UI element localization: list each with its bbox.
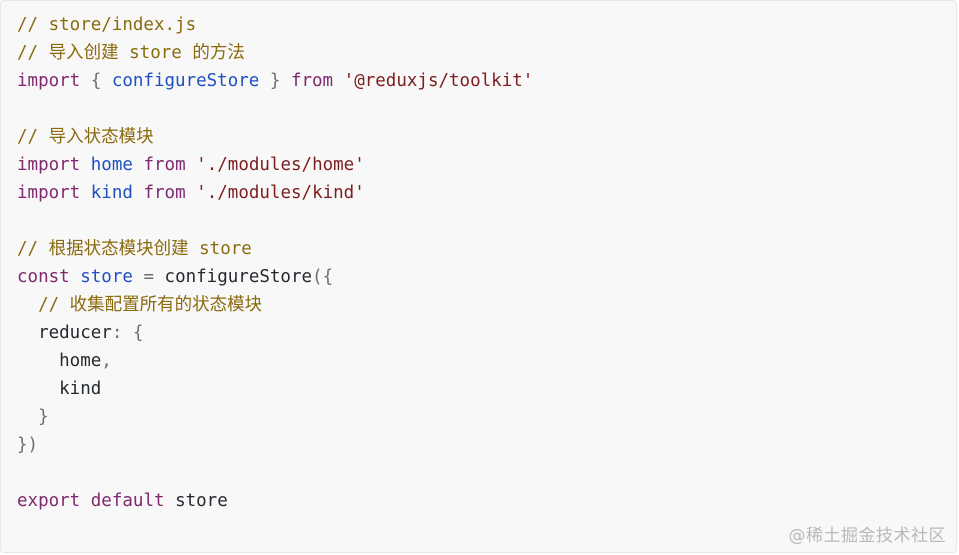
code-token-plain xyxy=(80,183,91,203)
code-token-keyword: import xyxy=(17,71,81,91)
code-token-punct: { xyxy=(80,71,112,91)
code-token-plain: kind xyxy=(17,379,102,399)
code-token-keyword: default xyxy=(90,491,165,511)
code-line: reducer: { xyxy=(17,319,533,347)
code-line xyxy=(17,207,533,235)
code-token-keyword: const xyxy=(17,267,70,287)
code-token-keyword: from xyxy=(290,71,334,91)
code-line xyxy=(17,95,533,123)
code-token-comment: // 导入创建 store 的方法 xyxy=(17,43,245,63)
code-token-plain xyxy=(133,155,144,175)
code-token-keyword: import xyxy=(17,183,81,203)
code-token-punct: , xyxy=(101,351,112,371)
code-content: // store/index.js // 导入创建 store 的方法 import… xyxy=(17,11,533,515)
code-token-def: home xyxy=(90,155,133,175)
code-token-keyword: from xyxy=(143,155,186,175)
code-line: const store = configureStore({ xyxy=(17,263,533,291)
code-line: kind xyxy=(17,375,533,403)
code-token-punct: } xyxy=(17,407,49,427)
code-token-punct: } xyxy=(259,71,291,91)
code-token-def: kind xyxy=(90,183,133,203)
code-line: // store/index.js xyxy=(17,11,533,39)
code-token-punct: }) xyxy=(17,435,39,455)
code-line: // 收集配置所有的状态模块 xyxy=(17,291,533,319)
code-token-plain xyxy=(80,155,91,175)
code-token-comment: // 导入状态模块 xyxy=(17,127,154,147)
code-token-string: './modules/home' xyxy=(196,155,365,175)
code-token-plain: configureStore xyxy=(164,267,313,287)
code-line: // 导入状态模块 xyxy=(17,123,533,151)
code-token-keyword: import xyxy=(17,155,81,175)
code-token-plain xyxy=(70,267,81,287)
code-token-plain xyxy=(133,183,144,203)
code-token-plain xyxy=(80,491,91,511)
code-line xyxy=(17,459,533,487)
code-token-plain: reducer xyxy=(17,323,112,343)
code-token-plain xyxy=(186,183,197,203)
code-token-def: store xyxy=(80,267,133,287)
watermark: @稀土掘金技术社区 xyxy=(788,526,946,546)
code-token-punct: = xyxy=(132,267,165,287)
code-token-keyword: export xyxy=(17,491,81,511)
code-token-plain: home xyxy=(17,351,102,371)
code-token-comment: // store/index.js xyxy=(17,15,197,35)
code-token-punct: ({ xyxy=(312,267,334,287)
code-token-keyword: from xyxy=(143,183,186,203)
code-token-comment: // 根据状态模块创建 store xyxy=(17,239,252,259)
code-line: export default store xyxy=(17,487,533,515)
code-token-string: '@reduxjs/toolkit' xyxy=(343,71,534,91)
code-token-plain xyxy=(333,71,344,91)
code-token-string: './modules/kind' xyxy=(196,183,365,203)
code-line: // 导入创建 store 的方法 xyxy=(17,39,533,67)
code-line: import home from './modules/home' xyxy=(17,151,533,179)
code-token-comment: // 收集配置所有的状态模块 xyxy=(17,295,263,315)
code-token-def: configureStore xyxy=(111,71,260,91)
code-line: }) xyxy=(17,431,533,459)
code-line: home, xyxy=(17,347,533,375)
code-line: // 根据状态模块创建 store xyxy=(17,235,533,263)
code-line: import { configureStore } from '@reduxjs… xyxy=(17,67,533,95)
code-token-plain xyxy=(186,155,197,175)
code-token-plain: store xyxy=(164,491,228,511)
code-line: import kind from './modules/kind' xyxy=(17,179,533,207)
code-token-punct: : { xyxy=(111,323,144,343)
code-line: } xyxy=(17,403,533,431)
